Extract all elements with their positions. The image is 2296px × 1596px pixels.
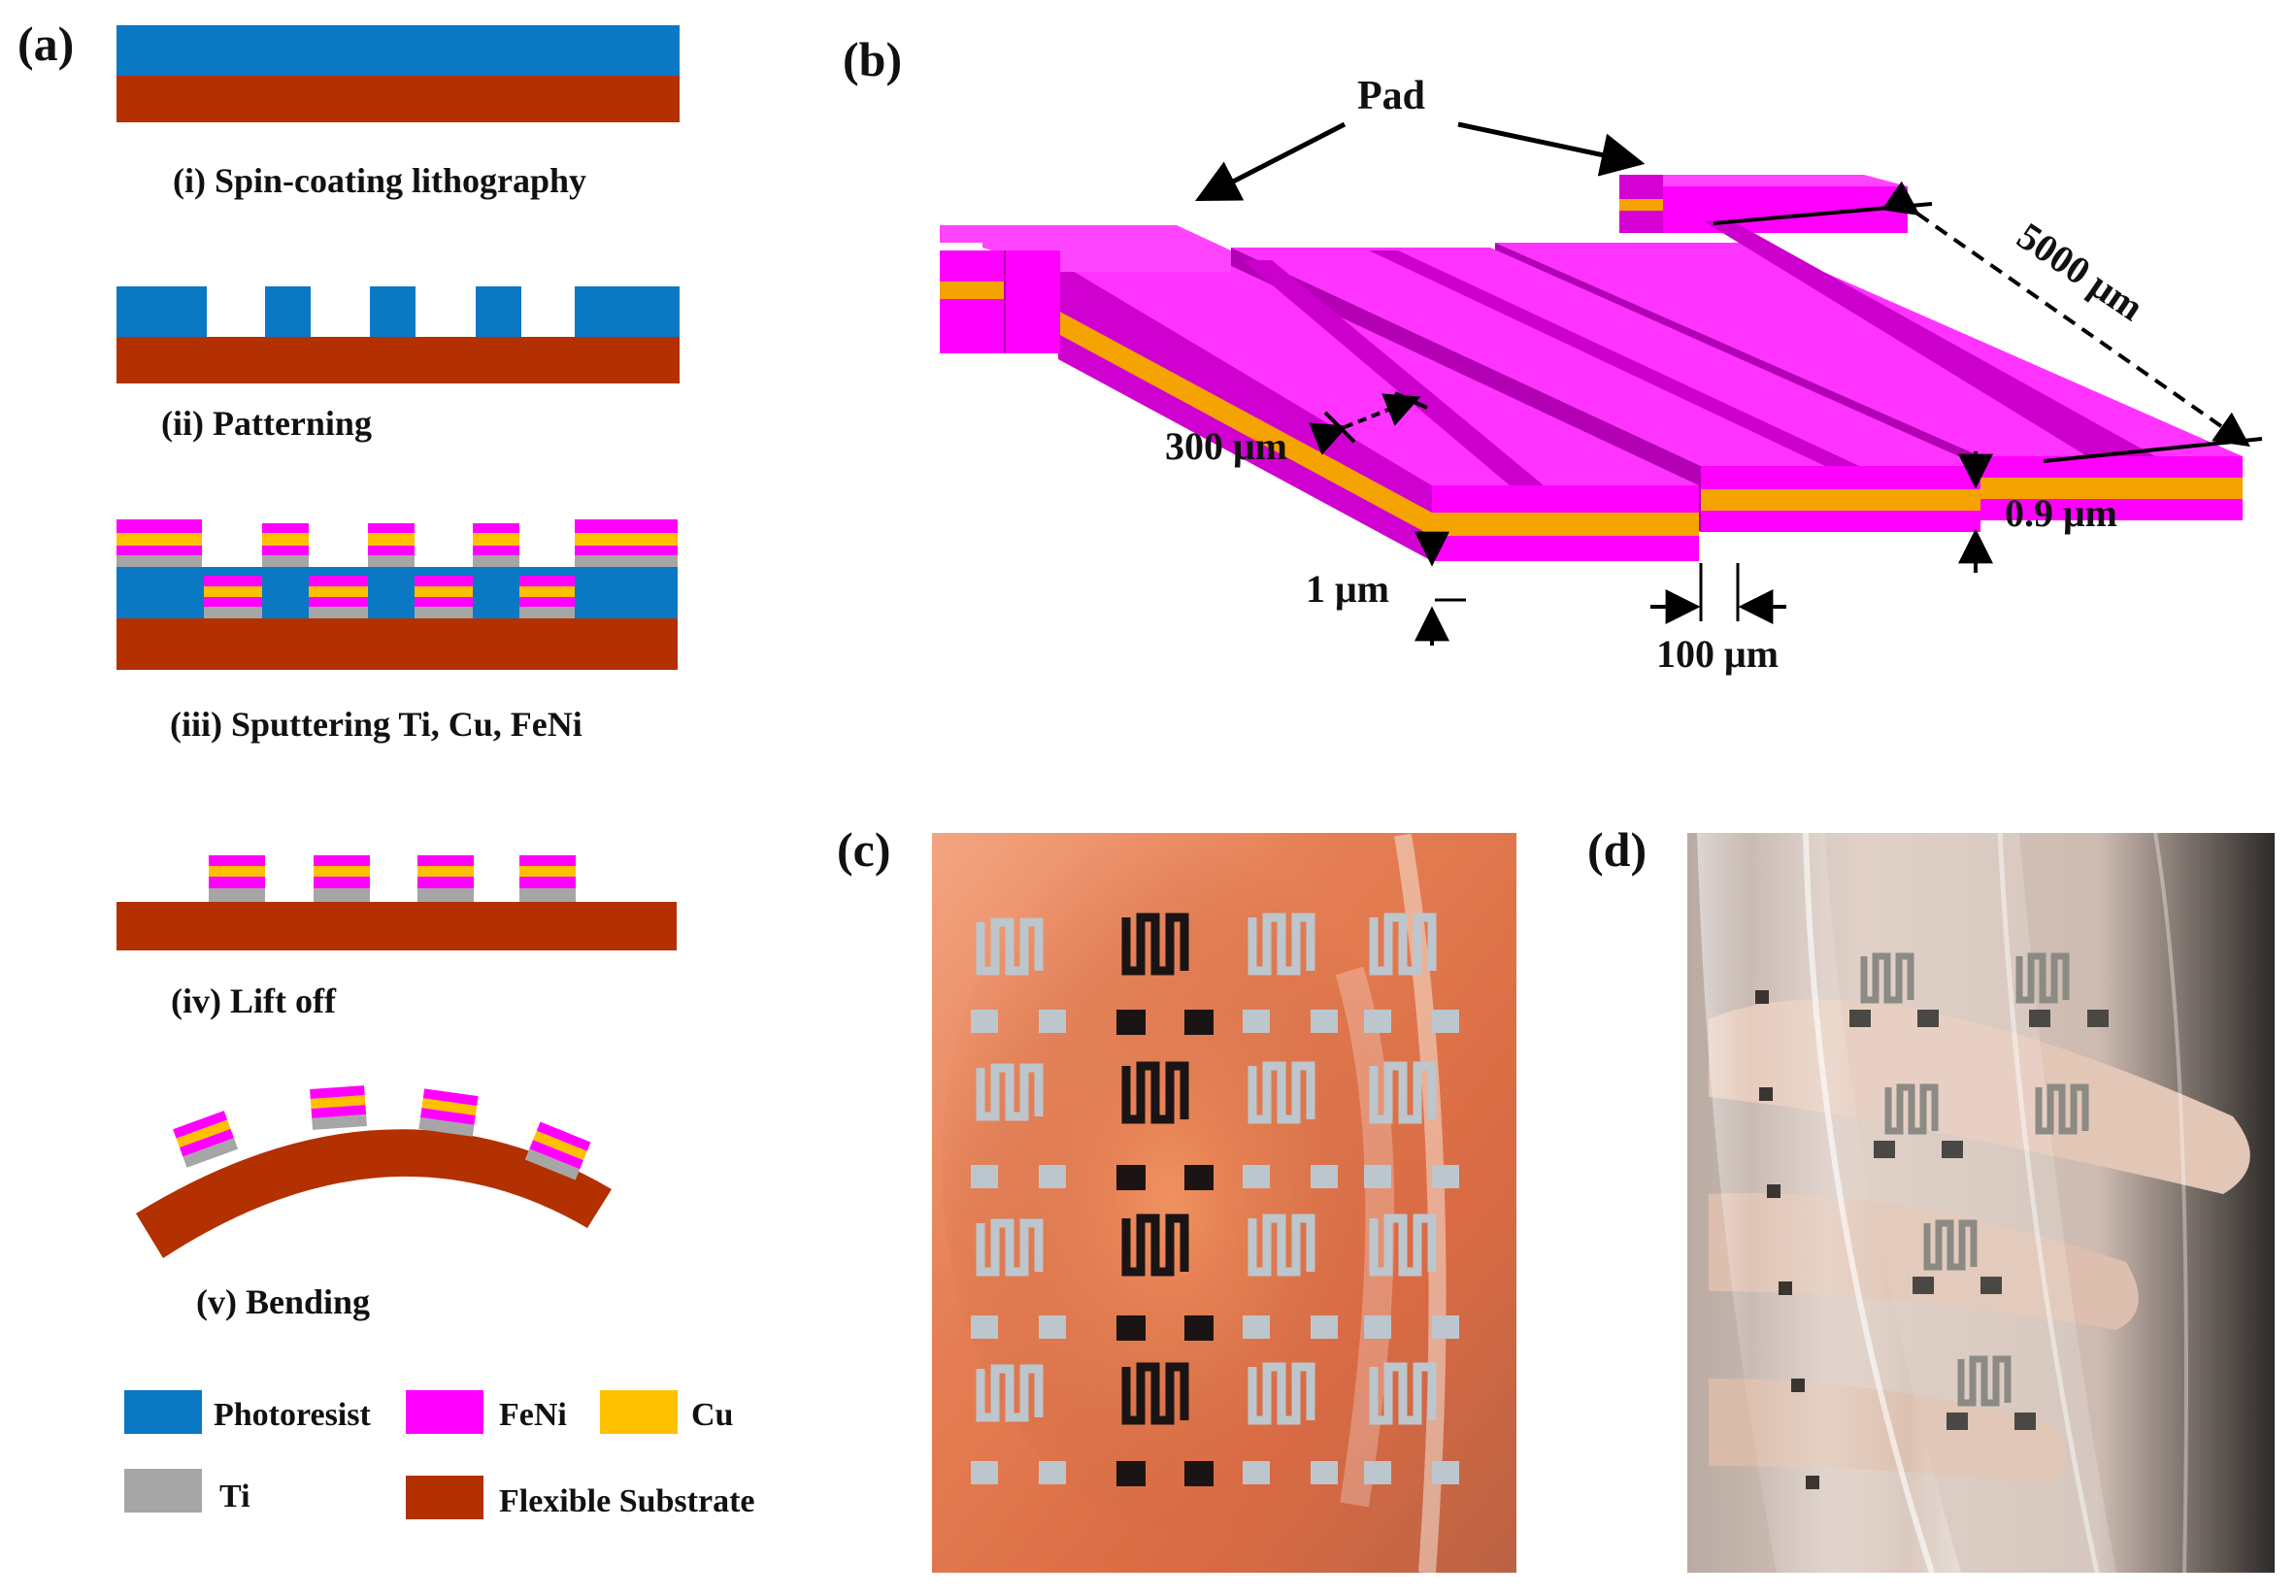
substrate-layer (116, 76, 680, 122)
legend-swatch-ti (124, 1469, 202, 1513)
pad-right (1619, 175, 1908, 233)
legend-label-ti: Ti (219, 1479, 250, 1514)
step-spin-coating-diagram (116, 25, 680, 122)
step-spin-coating-caption: (i) Spin-coating lithography (173, 161, 586, 200)
legend-swatch-cu (600, 1390, 678, 1434)
electrode-left (1058, 260, 1699, 561)
panel-d: (d) (1587, 822, 2275, 1574)
cu-thickness-label: 0.9 μm (2005, 491, 2117, 535)
gap-label: 100 μm (1656, 632, 1779, 676)
photoresist-layer (116, 25, 680, 76)
photo-flexible-sensors-sheet (932, 796, 1516, 1574)
legend: Photoresist FeNi Cu Ti Flexible Substrat… (124, 1390, 754, 1519)
panel-c: (c) (837, 796, 1516, 1574)
legend-label-feni: FeNi (499, 1397, 567, 1433)
legend-label-cu: Cu (691, 1397, 733, 1433)
step-sputtering-diagram (116, 519, 678, 670)
step-bending-diagram (136, 1085, 612, 1258)
width-dimension-arrow (1309, 393, 1421, 455)
feni-thickness-label: 1 μm (1306, 567, 1389, 611)
step-lift-off-diagram (116, 855, 677, 950)
step-patterning-diagram (116, 286, 680, 383)
pad-arrow-left (1194, 121, 1347, 202)
step-lift-off-caption: (iv) Lift off (171, 981, 337, 1020)
legend-label-flexible-substrate: Flexible Substrate (499, 1483, 754, 1519)
legend-swatch-flexible-substrate (406, 1476, 483, 1519)
photo-rolled-sensor-sheet (1687, 832, 2275, 1574)
legend-swatch-photoresist (124, 1390, 202, 1434)
pad-label: Pad (1357, 74, 1425, 118)
legend-swatch-feni (406, 1390, 483, 1434)
step-patterning-caption: (ii) Patterning (161, 404, 372, 443)
width-label: 300 μm (1165, 424, 1287, 468)
panel-a: (a) (i) Spin-coating lithography (ii) Pa… (17, 17, 754, 1519)
length-label: 5000 μm (2010, 214, 2151, 329)
length-dimension-arrow (1881, 181, 2250, 448)
panel-b-label: (b) (843, 32, 902, 86)
panel-b: (b) (843, 32, 2263, 676)
panel-a-label: (a) (17, 17, 74, 71)
step-bending-caption: (v) Bending (196, 1282, 370, 1321)
pad-left (940, 225, 1231, 353)
legend-label-photoresist: Photoresist (214, 1397, 371, 1433)
step-sputtering-caption: (iii) Sputtering Ti, Cu, FeNi (170, 705, 582, 744)
panel-d-label: (d) (1587, 822, 1647, 877)
pad-arrow-right (1457, 121, 1646, 177)
panel-c-label: (c) (837, 822, 891, 877)
